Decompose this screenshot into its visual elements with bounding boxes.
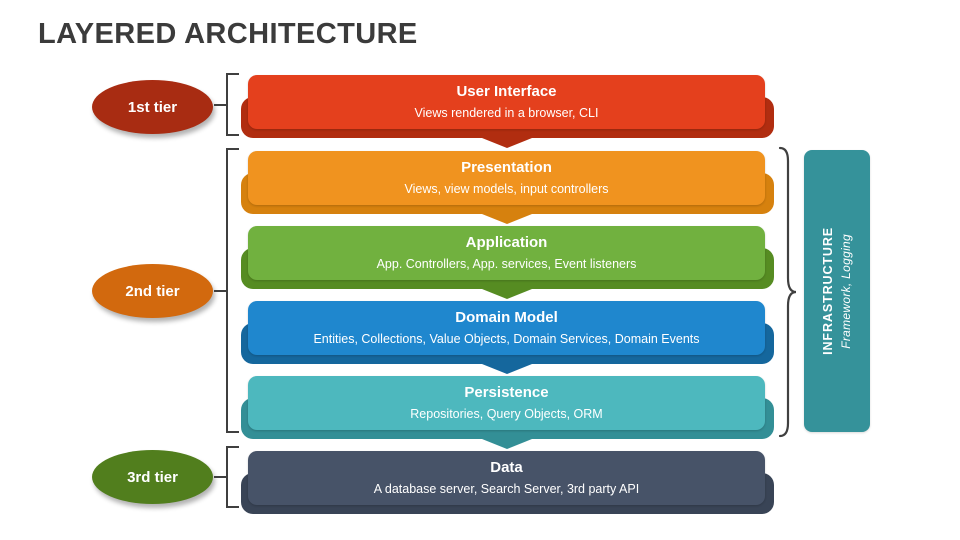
layer-data: Data A database server, Search Server, 3… (241, 451, 774, 514)
tier-3-label: 3rd tier (127, 468, 178, 486)
layer-title: User Interface (456, 83, 557, 101)
tier-1-bracket (214, 73, 239, 136)
layer-presentation: Presentation Views, view models, input c… (241, 151, 774, 224)
layer-domain-model: Domain Model Entities, Collections, Valu… (241, 301, 774, 374)
layer-description: App. Controllers, App. services, Event l… (376, 257, 637, 272)
layer-title: Domain Model (455, 309, 558, 327)
layer-title: Data (490, 459, 523, 477)
layer-title: Presentation (461, 159, 552, 177)
tier-3-connector-line (214, 476, 227, 478)
chevron-down-icon (481, 364, 532, 374)
tier-3-bracket (214, 446, 239, 508)
tier-2-connector-line (214, 289, 227, 292)
layer-description: Views, view models, input controllers (404, 182, 609, 197)
layer-title: Application (465, 234, 548, 252)
tier-1-label: 1st tier (127, 98, 178, 116)
layer-persistence: Persistence Repositories, Query Objects,… (241, 376, 774, 449)
infrastructure-subtitle: Framework, Logging (838, 233, 853, 349)
tier-1-ellipse: 1st tier (92, 80, 213, 134)
infrastructure-title: INFRASTRUCTURE (821, 227, 836, 355)
layer-domain-model-banner: Domain Model Entities, Collections, Valu… (248, 301, 765, 355)
curly-brace (778, 146, 797, 438)
layer-description: Entities, Collections, Value Objects, Do… (313, 332, 700, 347)
chevron-down-icon (481, 289, 532, 299)
tier-2-label: 2nd tier (125, 282, 180, 300)
chevron-down-icon (481, 214, 532, 224)
layer-persistence-banner: Persistence Repositories, Query Objects,… (248, 376, 765, 430)
infrastructure-box: INFRASTRUCTURE Framework, Logging (804, 150, 870, 432)
chevron-down-icon (481, 439, 532, 449)
tier-2-bracket (214, 148, 239, 433)
tier-2-ellipse: 2nd tier (92, 264, 213, 318)
tier-3-ellipse: 3rd tier (92, 450, 213, 504)
tier-1-connector-line (214, 103, 227, 106)
layer-presentation-banner: Presentation Views, view models, input c… (248, 151, 765, 205)
layer-description: A database server, Search Server, 3rd pa… (373, 482, 640, 497)
layer-user-interface: User Interface Views rendered in a brows… (241, 75, 774, 148)
page-title: LAYERED ARCHITECTURE (38, 18, 418, 50)
chevron-down-icon (481, 138, 532, 148)
layer-description: Repositories, Query Objects, ORM (410, 407, 603, 422)
layer-description: Views rendered in a browser, CLI (414, 106, 599, 121)
layer-title: Persistence (464, 384, 549, 402)
layer-application-banner: Application App. Controllers, App. servi… (248, 226, 765, 280)
layer-user-interface-banner: User Interface Views rendered in a brows… (248, 75, 765, 129)
layer-application: Application App. Controllers, App. servi… (241, 226, 774, 299)
layer-data-banner: Data A database server, Search Server, 3… (248, 451, 765, 505)
